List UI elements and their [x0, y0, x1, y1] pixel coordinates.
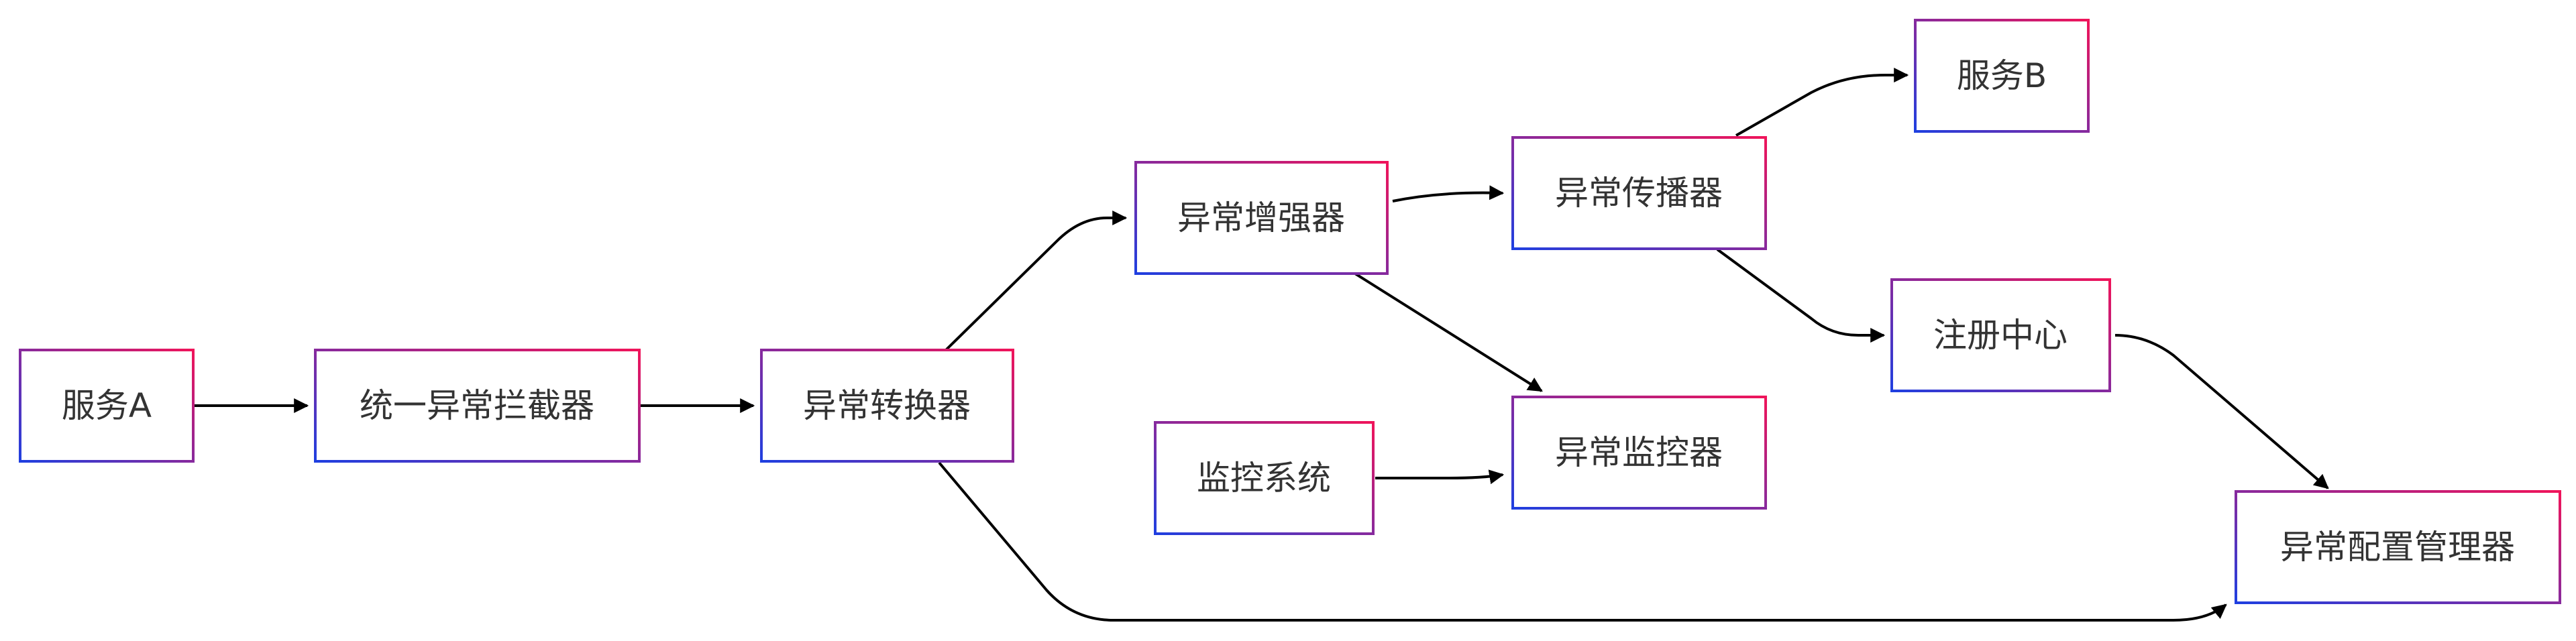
node-service-b[interactable]: 服务B [1914, 19, 2090, 133]
node-exception-config-manager[interactable]: 异常配置管理器 [2235, 490, 2561, 604]
edge-registry-configMgr [2114, 334, 2329, 489]
edge-converter-enhancer [945, 211, 1128, 351]
node-unified-exception-interceptor[interactable]: 统一异常拦截器 [314, 349, 641, 463]
node-label: 统一异常拦截器 [360, 386, 594, 425]
node-exception-monitor[interactable]: 异常监控器 [1511, 396, 1767, 510]
node-exception-enhancer[interactable]: 异常增强器 [1134, 161, 1389, 275]
node-label: 异常转换器 [803, 386, 971, 425]
edge-enhancer-propagator [1392, 185, 1505, 202]
node-label: 异常增强器 [1177, 198, 1345, 237]
edge-enhancer-monitor [1354, 272, 1543, 392]
node-exception-propagator[interactable]: 异常传播器 [1511, 136, 1767, 250]
edges-layer [193, 68, 2329, 622]
node-service-a[interactable]: 服务A [19, 349, 195, 463]
edge-converter-configMgr [938, 461, 2227, 622]
edge-propagator-registry [1716, 248, 1886, 343]
node-label: 服务A [62, 386, 152, 425]
node-label: 异常监控器 [1555, 433, 1723, 472]
node-exception-converter[interactable]: 异常转换器 [760, 349, 1014, 463]
node-label: 服务B [1957, 56, 2047, 95]
node-label: 异常传播器 [1555, 174, 1723, 213]
node-label: 异常配置管理器 [2280, 528, 2515, 567]
node-registry-center[interactable]: 注册中心 [1890, 278, 2111, 392]
node-label: 注册中心 [1933, 316, 2068, 355]
edge-propagator-svcB [1735, 68, 1909, 137]
node-monitoring-system[interactable]: 监控系统 [1154, 421, 1375, 535]
edge-monitorSys-monitor [1375, 469, 1505, 485]
node-label: 监控系统 [1197, 459, 1331, 498]
nodes-layer: 服务A 统一异常拦截器 异常转换器 异常增强器 监控系统 异常传播器 异常监控器 [19, 19, 2561, 604]
